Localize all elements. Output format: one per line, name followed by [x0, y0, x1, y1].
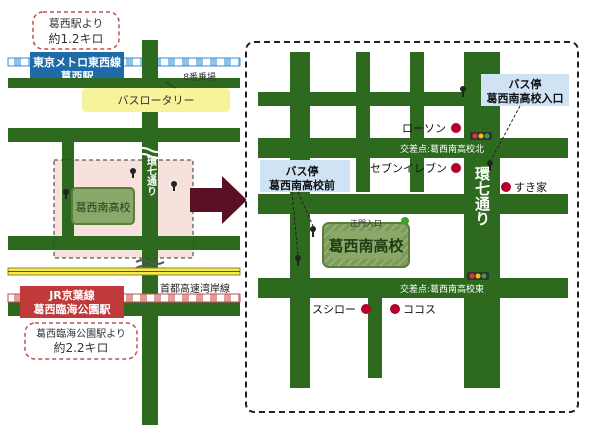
rinkai-distance-line2: 約2.2キロ [53, 340, 108, 355]
school-name: 葛西南高校 [327, 237, 404, 255]
ov-road-mid-over [54, 236, 193, 250]
traffic-light-icon [470, 132, 492, 140]
bus-stop-pin-icon [310, 226, 316, 237]
bus-stop-west-title: バス停 [286, 164, 319, 178]
bus-rotary [82, 88, 230, 112]
school-block-small [71, 187, 135, 225]
rinkai-distance-line1: 葛西臨海公園駅より [36, 327, 126, 340]
road-kan7 [464, 52, 500, 388]
zoom-arrow [190, 176, 247, 224]
rinkai-distance-box [24, 322, 138, 360]
main-gate-label: 正門入口 [350, 219, 382, 228]
sukiya-label: すき家 [514, 180, 547, 194]
traffic-light-icon [467, 272, 489, 280]
bus-stop-west-leader-1 [291, 191, 299, 256]
main-gate-marker [401, 217, 409, 225]
bus-stop-north-leader [490, 105, 521, 161]
road-break-mark [135, 153, 165, 159]
kasai-distance-line1: 葛西駅より [49, 17, 104, 30]
intersection-east-label: 交差点:葛西南高校東 [400, 283, 484, 295]
bus-rotary-label: バスロータリー [118, 94, 195, 107]
ov-road-upper [8, 128, 240, 142]
bus-stop-pin-icon [487, 160, 493, 171]
bus-stop-pin-icon [171, 181, 177, 191]
overview-map: 葛西駅より 約1.2キロ 東京メトロ東西線 葛西駅 バスロータリー 8番乗場 葛… [7, 11, 241, 425]
sukiya-marker [501, 182, 511, 192]
keiyo-line-station [20, 286, 124, 318]
kasai-distance-box [32, 11, 120, 50]
road-center-v3 [368, 298, 382, 378]
bus-stop-north-label [481, 74, 569, 106]
bus-stop-pin-icon [63, 189, 69, 199]
keiyo-line-name: JR京葉線 [48, 288, 95, 302]
bus-stop-west-leader-2 [297, 191, 314, 227]
bus-stop-west-label [260, 160, 350, 192]
tozai-line-name: 東京メトロ東西線 [33, 55, 121, 69]
kasai-distance-line2: 約1.2キロ [48, 31, 103, 46]
platform-number: 8番乗場 [183, 71, 216, 83]
bus-stop-north-name: 葛西南高校入口 [486, 91, 564, 105]
seven-eleven-label: セブンイレブン [370, 161, 447, 175]
cocos-marker [390, 304, 400, 314]
detail-map: 葛西南高校 正門入口 環七通り バス停 葛西南高校入口 バス停 葛西南高校前 ロ… [245, 41, 579, 413]
sushiro-label: スシロー [312, 303, 356, 316]
school-name-small: 葛西南高校 [76, 200, 131, 214]
ov-road-top [8, 78, 240, 88]
bus-stop-west-name: 葛西南高校前 [268, 178, 335, 192]
expressway-label: 首都高速湾岸線 [160, 282, 230, 295]
bus-stop-north-title: バス停 [509, 77, 542, 91]
bus-stop-pin-icon [295, 255, 301, 266]
bus-stop-pin-icon [130, 168, 136, 178]
lawson-marker [451, 123, 461, 133]
road-center-v [356, 52, 370, 192]
cocos-label: ココス [403, 303, 436, 316]
school-name-bg [330, 231, 402, 259]
seven-eleven-marker [451, 163, 461, 173]
lawson-label: ローソン [402, 122, 446, 135]
kan7-label-small: 環七通り [145, 156, 157, 196]
road-break-mark [135, 259, 165, 265]
road-west-v [290, 52, 310, 388]
kan7-label-bg [143, 162, 157, 210]
sushiro-marker [361, 304, 371, 314]
bus-stop-pin-icon [460, 86, 466, 97]
intersection-north-label: 交差点:葛西南高校北 [400, 143, 484, 155]
platform-leader [165, 81, 176, 89]
rinkai-station-name: 葛西臨海公園駅 [33, 302, 111, 316]
road-center-v2 [410, 52, 424, 192]
kan7-label: 環七通り [473, 166, 491, 226]
road-break-mark [135, 147, 165, 153]
